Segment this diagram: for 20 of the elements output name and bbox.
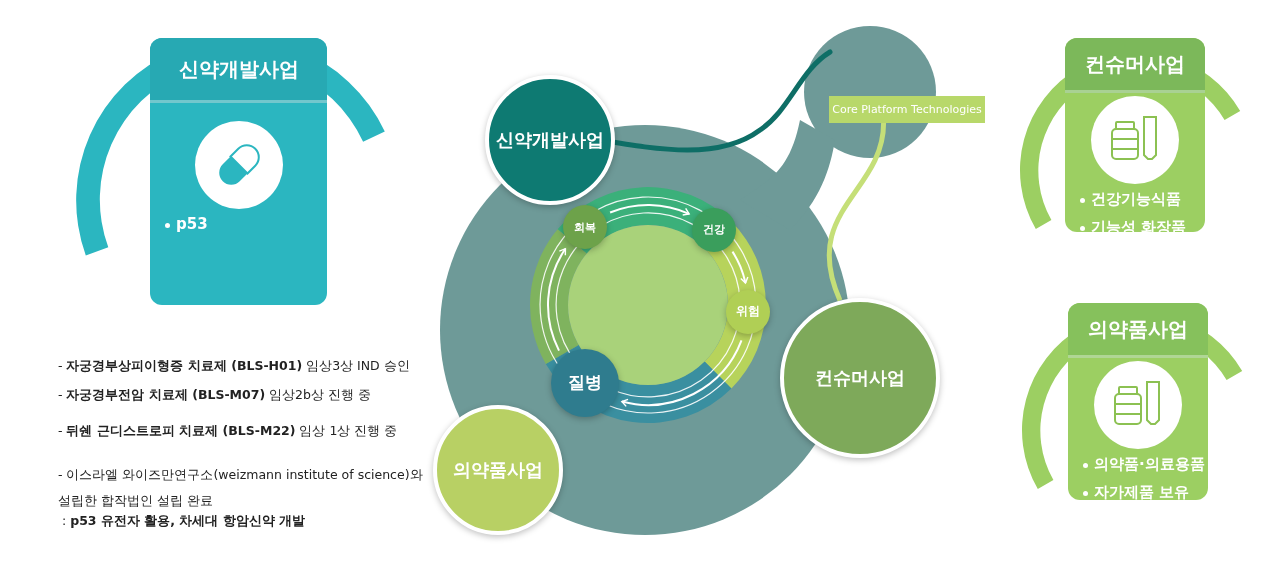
bullet-item: 자가제품 보유 xyxy=(1094,483,1190,502)
cycle-arrow xyxy=(609,204,691,216)
business-card xyxy=(1065,38,1205,232)
business-card xyxy=(1068,303,1208,500)
card-header: 신약개발사업 xyxy=(150,38,327,103)
card-header: 컨슈머사업 xyxy=(1065,38,1205,93)
cycle-arrow xyxy=(731,250,749,284)
note-text: : p53 유전자 활용, 차세대 항암신약 개발 xyxy=(62,513,306,530)
bullet-item: p53 xyxy=(176,215,208,233)
bullet-item: 건강기능식품 xyxy=(1091,190,1181,209)
note-text: - 뒤쉔 근디스트로피 치료제 (BLS-M22) 임상 1상 진행 중 xyxy=(58,423,398,440)
bullet-item: 의약품·의료용품 xyxy=(1094,455,1205,474)
platform-tag: Core Platform Technologies xyxy=(829,96,985,123)
connector-line xyxy=(826,122,887,302)
note-text: - 자궁경부상피이형증 치료제 (BLS-H01) 임상3상 IND 승인 xyxy=(58,358,410,375)
business-card xyxy=(150,38,327,305)
note-text: - 자궁경부전암 치료제 (BLS-M07) 임상2b상 진행 중 xyxy=(58,387,371,404)
card-header: 의약품사업 xyxy=(1068,303,1208,358)
cycle-arrow xyxy=(547,247,567,352)
cycle-arrow xyxy=(620,339,743,407)
